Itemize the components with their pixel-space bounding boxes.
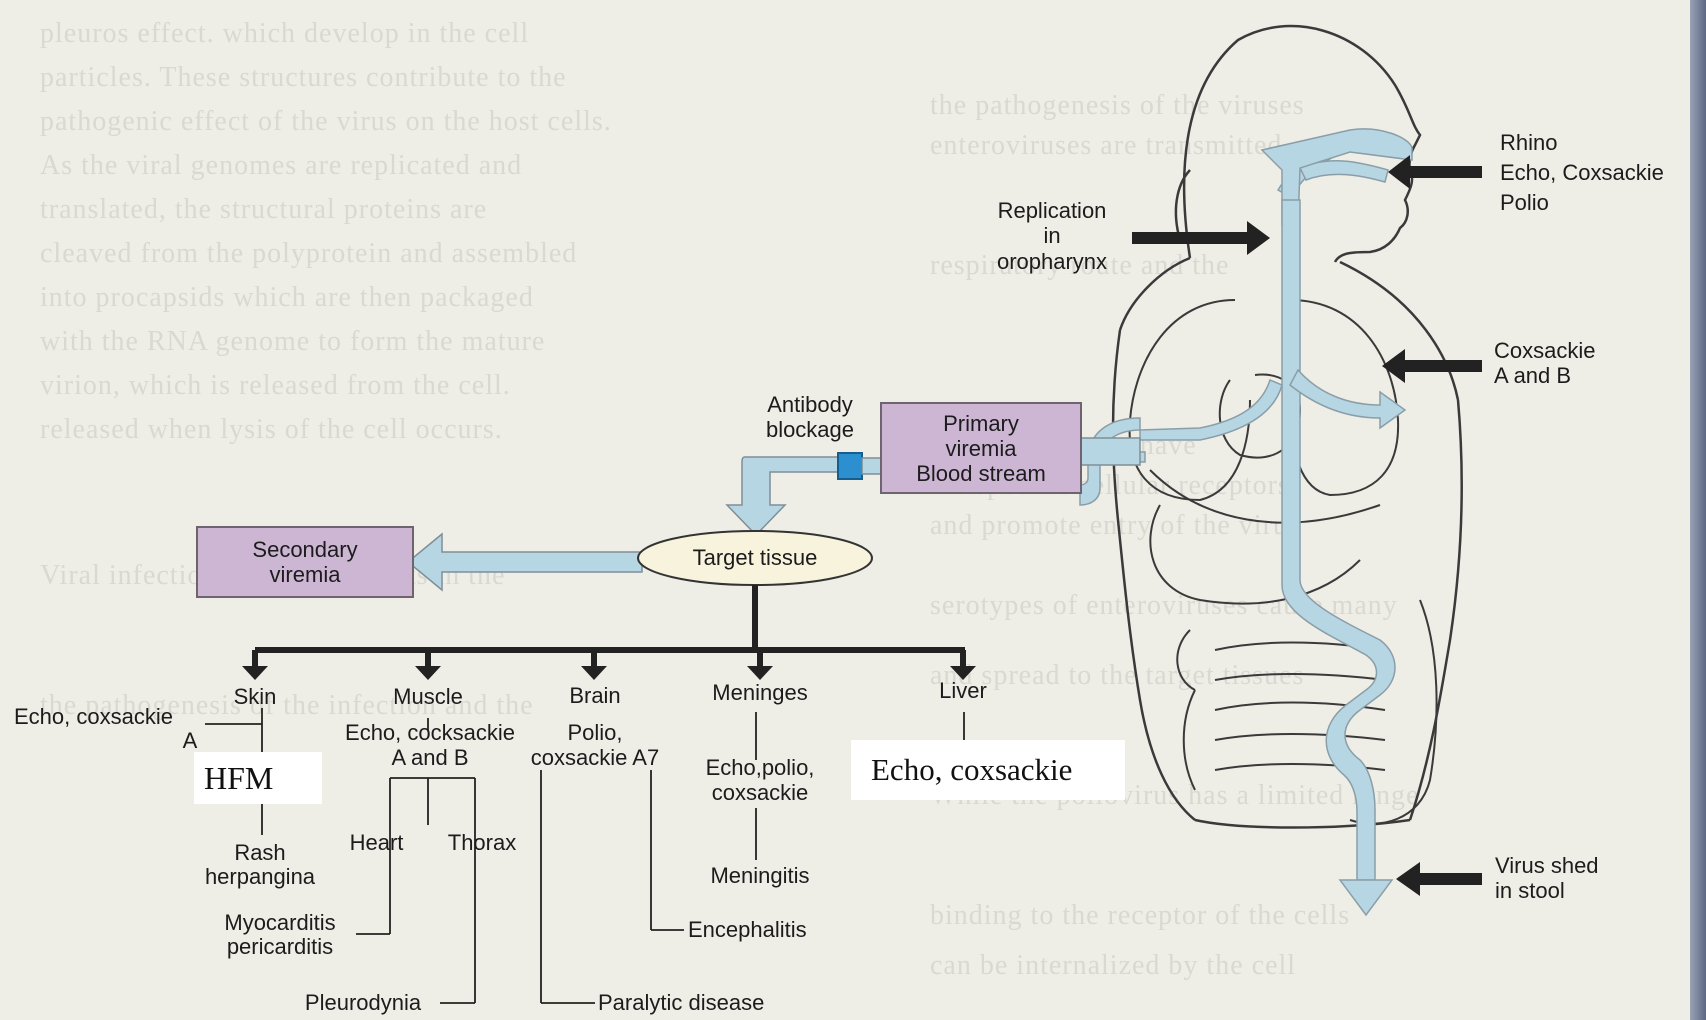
brain-virus-line1: Polio, <box>510 720 680 746</box>
branch-tree <box>255 585 965 672</box>
brain-label: Brain <box>550 683 640 709</box>
skin-virus-line2: A <box>170 728 210 754</box>
skin-label: Skin <box>210 684 300 710</box>
meninges-label: Meninges <box>695 680 825 706</box>
virus-shed-line1: Virus shed <box>1495 853 1599 879</box>
lung-virus-line2: A and B <box>1494 363 1571 389</box>
rash-line1: Rash <box>180 840 340 866</box>
brain-virus-line2: coxsackie A7 <box>510 745 680 771</box>
entry-virus-rhino: Rhino <box>1500 130 1557 156</box>
liver-virus-box: Echo, coxsackie <box>851 740 1125 800</box>
hfm-box: HFM <box>194 752 322 804</box>
entry-virus-polio: Polio <box>1500 190 1549 216</box>
slide-edge <box>1690 0 1706 1020</box>
primary-viremia-line2: viremia <box>946 436 1017 461</box>
meninges-virus-line2: coxsackie <box>680 780 840 806</box>
replication-line2: in <box>972 223 1132 249</box>
secondary-viremia-line1: Secondary <box>252 537 357 562</box>
meningitis-label: Meningitis <box>680 863 840 889</box>
target-tissue-label: Target tissue <box>655 545 855 571</box>
encephalitis-label: Encephalitis <box>688 917 807 943</box>
primary-viremia-line3: Blood stream <box>916 461 1046 486</box>
thorax-label: Thorax <box>437 830 527 856</box>
replication-line1: Replication <box>972 198 1132 224</box>
lung-virus-line1: Coxsackie <box>1494 338 1595 364</box>
heart-label: Heart <box>334 830 419 856</box>
liver-virus-label: Echo, coxsackie <box>871 752 1072 788</box>
antibody-block <box>838 453 862 479</box>
replication-line3: oropharynx <box>972 249 1132 275</box>
myocarditis-line2: pericarditis <box>200 934 360 960</box>
primary-viremia-box: Primary viremia Blood stream <box>880 402 1082 494</box>
myocarditis-line1: Myocarditis <box>200 910 360 936</box>
primary-viremia-line1: Primary <box>943 411 1019 436</box>
hfm-label: HFM <box>204 760 273 797</box>
muscle-virus-line2: A and B <box>320 745 540 771</box>
virus-shed-line2: in stool <box>1495 878 1565 904</box>
pleurodynia-label: Pleurodynia <box>288 990 438 1016</box>
branch-arrowheads <box>242 666 976 680</box>
meninges-virus-line1: Echo,polio, <box>680 755 840 781</box>
liver-label: Liver <box>918 678 1008 704</box>
paralytic-disease-label: Paralytic disease <box>598 990 764 1016</box>
skin-virus-line1: Echo, coxsackie <box>14 704 173 730</box>
muscle-label: Muscle <box>368 684 488 710</box>
entry-virus-echo-coxsackie: Echo, Coxsackie <box>1500 160 1664 186</box>
secondary-viremia-box: Secondary viremia <box>196 526 414 598</box>
secondary-viremia-line2: viremia <box>270 562 341 587</box>
muscle-virus-line1: Echo, cocksackie <box>320 720 540 746</box>
antibody-line1: Antibody <box>745 392 875 418</box>
rash-line2: herpangina <box>180 864 340 890</box>
antibody-line2: blockage <box>745 417 875 443</box>
